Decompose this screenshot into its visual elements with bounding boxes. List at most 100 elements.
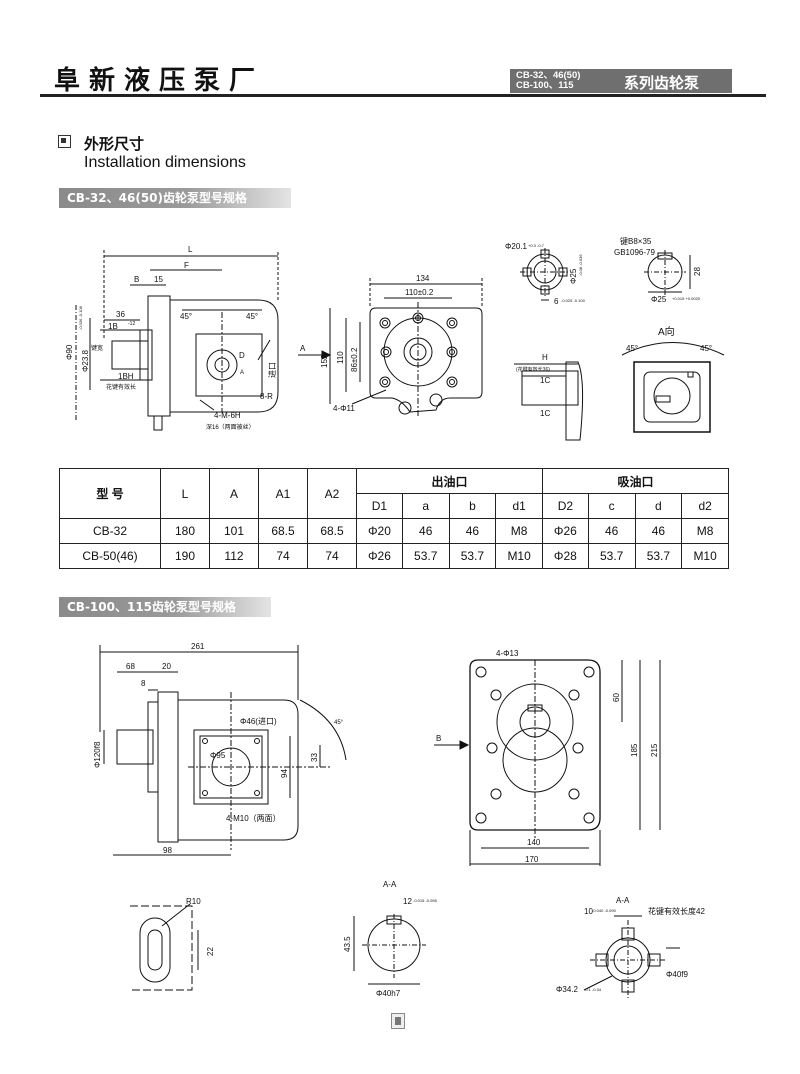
header-rule <box>40 94 766 97</box>
dim-10: 10 <box>584 907 593 916</box>
dim-d20-1: Φ20.1 <box>505 242 528 251</box>
dim-140: 140 <box>527 838 541 847</box>
dim-H: H <box>542 353 548 362</box>
dim-d6: 6 <box>554 297 559 306</box>
square-bullet-icon <box>58 135 71 148</box>
cell-A1: 68.5 <box>258 518 308 544</box>
dim-dia90-tol: -0.036 -0.108 <box>78 305 83 330</box>
dim-12-tol: -0.015 -0.055 <box>413 898 438 903</box>
dim-d95: Φ95 <box>210 751 226 760</box>
table-row: CB-32 180 101 68.5 68.5 Φ20 46 46 M8 Φ26… <box>59 518 729 544</box>
dim-110: 110±0.2 <box>405 288 434 297</box>
drawing-aa-key-labels: A-A 12 -0.015 -0.055 43.5 Φ40h7 <box>343 880 438 998</box>
cell-A2: 74 <box>307 543 357 569</box>
dim-d20-1-tol: +0.3 -0.7 <box>528 243 545 248</box>
dim-inlet: 进口 <box>268 362 277 378</box>
cell-a: 46 <box>401 518 450 544</box>
drawing-slot-detail <box>130 903 199 991</box>
header-d: d <box>634 493 683 519</box>
dim-15: 15 <box>154 275 163 284</box>
header-A2: A2 <box>307 468 357 519</box>
drawing-aa-spline-labels: A-A 10 -0.040 -0.090 花键有效长度42 Φ40f9 Φ34.… <box>556 896 705 994</box>
dim-R10: R10 <box>186 897 201 906</box>
dim-1C-b: 1C <box>540 409 550 418</box>
drawing-shaft-end <box>514 361 584 441</box>
drawing-a-view-labels: A向 45° 45° <box>626 325 712 353</box>
table-row: CB-50(46) 190 112 74 74 Φ26 53.7 53.7 M1… <box>59 543 729 569</box>
dim-45: 45° <box>334 720 344 726</box>
dim-L: L <box>188 245 193 254</box>
cell-b: 53.7 <box>448 543 497 569</box>
section-title-en: Installation dimensions <box>84 154 246 171</box>
dim-d25b-tol: +0.015 +0.0020 <box>672 296 701 301</box>
drawing-cb100-front-labels: 4-Φ13 B 60 185 215 140 170 <box>436 649 659 864</box>
dim-94: 94 <box>280 769 289 778</box>
dim-4M6H: 4-M-6H <box>214 411 241 420</box>
label-AA2: A-A <box>616 896 630 905</box>
dim-4M10: 4-M10（两面） <box>226 814 281 823</box>
series-models-line2: CB-100、115 <box>516 80 574 91</box>
spec-table: 型 号 L A A1 A2 出油口 吸油口 D1 a b d1 D2 c d d… <box>59 468 730 569</box>
header-d1: d1 <box>495 493 543 519</box>
dim-1C-a: 1C <box>540 376 550 385</box>
label-AA1: A-A <box>383 880 397 889</box>
dim-dia90: Φ90 <box>65 344 74 360</box>
cell-b: 46 <box>448 518 497 544</box>
cell-L: 190 <box>160 543 210 569</box>
cell-d: 46 <box>634 518 683 544</box>
cell-model: CB-32 <box>59 518 161 544</box>
drawing-cb32-side-labels: L F B 15 36 1B -12 1BH 花键有效长 Φ90 -0.036 … <box>65 245 277 431</box>
header-a: a <box>401 493 450 519</box>
cell-d1: M8 <box>495 518 543 544</box>
dim-d34-2: Φ34.2 <box>556 985 579 994</box>
dim-d25b: Φ25 <box>651 295 667 304</box>
dim-depth16: 深16（两面被丝） <box>206 423 255 431</box>
dim-F: F <box>184 261 189 270</box>
dim-152: 152 <box>320 354 329 368</box>
cell-model: CB-50(46) <box>59 543 161 569</box>
drawing-spline-section <box>520 248 570 301</box>
cell-c: 46 <box>587 518 636 544</box>
cell-D2: Φ28 <box>541 543 589 569</box>
dim-98: 98 <box>163 846 172 855</box>
header-d2: d2 <box>681 493 729 519</box>
drawing-aa-spline-shaft <box>583 915 680 998</box>
dim-60: 60 <box>612 693 621 702</box>
dim-45d: 45° <box>700 344 712 353</box>
dim-45b: 45° <box>246 312 258 321</box>
dim-dia23-8: Φ23.8 <box>81 349 90 372</box>
drawing-cb100-side-labels: 261 68 20 8 Φ120f8 Φ46(进口) Φ95 94 33 4-M… <box>93 642 344 855</box>
header-L: L <box>160 468 210 519</box>
drawing-cb100-front <box>434 659 661 866</box>
cell-L: 180 <box>160 518 210 544</box>
dim-110v: 110 <box>336 351 345 364</box>
drawing-a-view <box>621 342 725 433</box>
cell-c: 53.7 <box>587 543 636 569</box>
dim-B: B <box>436 734 441 743</box>
dim-185: 185 <box>630 743 639 757</box>
header-c: c <box>587 493 636 519</box>
dim-d120: Φ120f8 <box>93 741 102 768</box>
series-title: 系列齿轮泵 <box>624 74 700 92</box>
drawing-key-section <box>644 250 691 296</box>
cell-D1: Φ26 <box>356 543 403 569</box>
dim-d25a: Φ25 <box>569 268 578 284</box>
dim-B: B <box>134 275 139 284</box>
dim-10-tol: -0.040 -0.090 <box>592 908 617 913</box>
dim-20: 20 <box>162 662 171 671</box>
dim-8R: 8-R <box>260 392 273 401</box>
dim-170: 170 <box>525 855 539 864</box>
spec2-band: CB-100、115齿轮泵型号规格 <box>59 597 271 617</box>
dim-36: 36 <box>116 310 125 319</box>
header-outlet-group: 出油口 <box>356 468 543 494</box>
drawing-key-labels: 键B8×35 GB1096-79 28 Φ25 +0.015 +0.0020 <box>614 236 702 304</box>
cell-D1: Φ20 <box>356 518 403 544</box>
spec1-band: CB-32、46(50)齿轮泵型号规格 <box>59 188 291 208</box>
dim-d28: 28 <box>693 267 702 276</box>
header-inlet-group: 吸油口 <box>541 468 730 494</box>
dim-spline-note: 花键有效长 <box>106 383 136 391</box>
dim-spline42: 花键有效长度42 <box>648 906 705 916</box>
cell-d: 53.7 <box>634 543 683 569</box>
label-A-view: A向 <box>658 325 675 338</box>
